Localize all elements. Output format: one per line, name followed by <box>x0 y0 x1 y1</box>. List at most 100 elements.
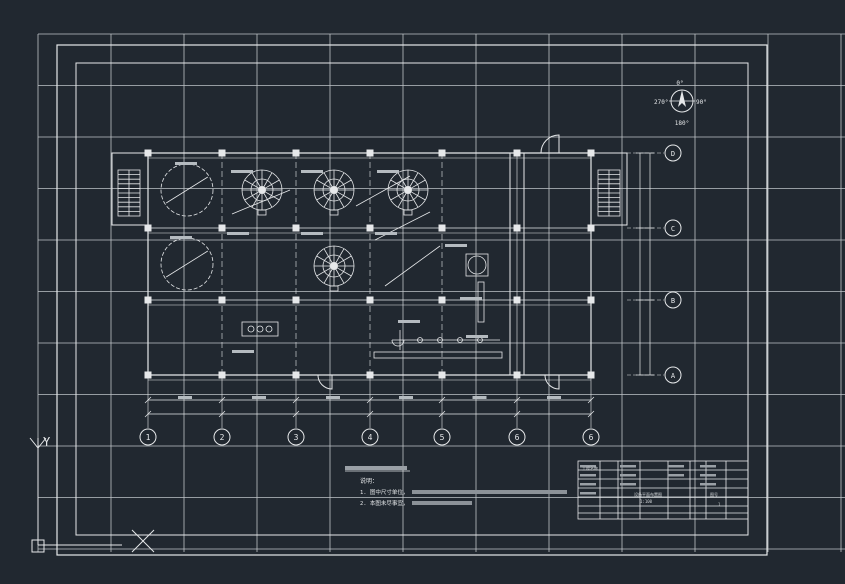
structural-column <box>513 149 521 157</box>
row-axis-bubble <box>664 144 682 162</box>
equipment-spoke <box>263 172 273 188</box>
title-block-scale: 1:100 <box>640 499 653 504</box>
equipment-spoke <box>397 192 407 208</box>
equipment-spoke <box>335 248 345 264</box>
equipment-spoke <box>335 172 345 188</box>
equipment-spoke <box>323 268 333 284</box>
title-block-cell-text <box>668 474 684 477</box>
radial-equipment <box>241 169 283 216</box>
equipment-spoke <box>316 179 332 189</box>
structural-column <box>587 296 595 304</box>
row-axis-label: C <box>671 225 675 233</box>
control-panel <box>241 321 279 337</box>
row-axis-bubble <box>664 366 682 384</box>
equipment-label-tag <box>398 320 420 323</box>
column-axis-label: 5 <box>440 433 445 442</box>
stair-flight <box>117 169 141 217</box>
equipment-spoke <box>316 267 332 277</box>
structural-column <box>292 224 300 232</box>
structural-column <box>438 149 446 157</box>
tank-diagonal <box>165 176 209 204</box>
pipe-valve <box>417 337 423 343</box>
column-axis-label: 2 <box>220 433 225 442</box>
equipment-spoke <box>336 267 352 277</box>
equipment-label-tag <box>460 297 482 300</box>
dimension-text-tag <box>252 396 266 399</box>
row-axis-bubble <box>664 291 682 309</box>
panel-knob <box>256 325 264 333</box>
structural-column <box>513 224 521 232</box>
outer-sheet-frame <box>56 44 768 556</box>
north-compass: 0° 90° 180° 270° <box>654 80 707 127</box>
column-axis-bubble <box>433 428 451 446</box>
column-axis-label: 6 <box>589 433 594 442</box>
equipment-base <box>257 209 267 216</box>
equipment-spoke <box>397 172 407 188</box>
pump-circle <box>467 255 487 275</box>
equipment-hub <box>329 261 338 270</box>
title-block-cell-text <box>700 474 716 477</box>
pipe-valve <box>457 337 463 343</box>
notes-block: 说明： 1. 图中尺寸单位， 2. 本图未尽事宜， <box>345 466 567 507</box>
panel-knob <box>265 325 273 333</box>
radial-equipment <box>313 169 355 216</box>
compass-south-label: 180° <box>675 120 689 127</box>
equipment-label-tag <box>232 350 254 353</box>
title-block-sheet: 图号 <box>710 491 718 497</box>
equipment-base <box>329 209 339 216</box>
compass-north-arrow-icon <box>678 90 686 107</box>
notes-line-1-scribble <box>412 490 567 494</box>
title-block-cell-text <box>700 483 716 486</box>
compass-east-label: 90° <box>696 99 707 106</box>
title-block-text: 工程名称 设备平面布置图 1:100 图号 1 <box>582 465 721 507</box>
equipment-label-tag <box>231 170 253 173</box>
equipment-layer <box>160 162 503 359</box>
sheet-frames <box>56 44 768 556</box>
pipe-valve <box>437 337 443 343</box>
structural-column <box>292 149 300 157</box>
ucs-y-label: Y <box>43 435 51 449</box>
row-axis-label: B <box>671 297 675 305</box>
equipment-spoke <box>264 179 280 189</box>
title-block-cell-text <box>580 483 596 486</box>
title-block-cell-text <box>620 474 636 477</box>
tank-diagonal <box>165 250 209 278</box>
notes-line-1: 1. 图中尺寸单位， <box>360 488 408 496</box>
equipment-hub <box>257 185 266 194</box>
leader-line-2 <box>355 175 411 207</box>
equipment-label-tag <box>445 244 467 247</box>
equipment-label-tag <box>301 170 323 173</box>
equipment-base <box>403 209 413 216</box>
title-block-cell-text <box>620 483 636 486</box>
structural-column <box>144 224 152 232</box>
column-axis-bubble <box>213 428 231 446</box>
equipment-hub <box>329 185 338 194</box>
structural-column <box>218 224 226 232</box>
door-swing-top <box>540 134 560 154</box>
equipment-spoke <box>410 179 426 189</box>
structural-column <box>587 224 595 232</box>
ucs-icon: Y <box>29 435 155 553</box>
panel-knob <box>247 325 255 333</box>
row-axis-label: D <box>671 150 675 158</box>
compass-north-label: 0° <box>676 80 683 87</box>
equipment-spoke <box>316 255 332 265</box>
inner-sheet-frame <box>75 62 749 536</box>
leader-line-3 <box>374 211 431 241</box>
radial-equipment <box>313 245 355 292</box>
structural-column <box>366 296 374 304</box>
equipment-spoke <box>244 179 260 189</box>
leader-line-1 <box>231 189 291 215</box>
equipment-label-tag <box>375 232 397 235</box>
radial-equipment <box>387 169 429 216</box>
column-axis-bubble <box>139 428 157 446</box>
equipment-spoke <box>409 172 419 188</box>
column-axis-label: 6 <box>515 433 520 442</box>
title-block-project: 工程名称 <box>582 465 598 471</box>
column-axis-label: 3 <box>294 433 299 442</box>
equipment-spoke <box>323 172 333 188</box>
